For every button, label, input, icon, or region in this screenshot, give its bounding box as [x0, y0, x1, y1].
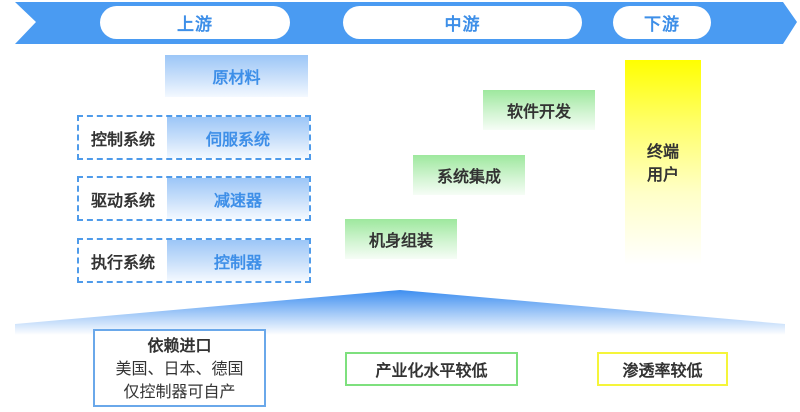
system-component: 控制器: [167, 240, 309, 281]
component-label: 伺服系统: [205, 129, 270, 149]
stage-downstream: 下游: [613, 6, 711, 39]
raw-material-box: 原材料: [165, 55, 308, 97]
component-label: 减速器: [213, 190, 262, 210]
control-system-box: 控制系统 伺服系统: [77, 115, 311, 160]
upstream-summary-box: 依赖进口 美国、日本、德国 仅控制器可自产: [93, 329, 266, 407]
body-assembly-box: 机身组装: [345, 219, 457, 259]
midstream-step-label: 软件开发: [506, 102, 571, 121]
end-user-line2: 用户: [646, 164, 679, 184]
end-user-line1: 终端: [646, 141, 679, 161]
stage-upstream: 上游: [100, 6, 290, 39]
stage-midstream-label: 中游: [444, 15, 481, 35]
midstream-step-label: 机身组装: [368, 231, 433, 250]
upstream-summary-line1: 美国、日本、德国: [115, 358, 244, 378]
system-label: 执行系统: [79, 240, 167, 281]
stage-midstream: 中游: [343, 6, 582, 39]
downstream-summary-text: 渗透率较低: [622, 361, 703, 380]
midstream-summary-box: 产业化水平较低: [345, 352, 518, 386]
raw-material-label: 原材料: [212, 68, 261, 87]
midstream-step-label: 系统集成: [436, 167, 501, 186]
system-integration-box: 系统集成: [413, 155, 525, 195]
upstream-summary-title: 依赖进口: [147, 335, 212, 355]
stage-downstream-label: 下游: [644, 15, 680, 35]
system-component: 减速器: [167, 178, 309, 219]
downstream-summary-box: 渗透率较低: [597, 352, 728, 386]
stage-upstream-label: 上游: [177, 15, 213, 35]
midstream-summary-text: 产业化水平较低: [375, 361, 488, 380]
end-user-bar: 终端 用户: [625, 60, 701, 265]
system-component: 伺服系统: [167, 117, 309, 158]
component-label: 控制器: [213, 252, 262, 272]
system-label: 驱动系统: [79, 178, 167, 219]
upstream-summary-line2: 仅控制器可自产: [123, 381, 236, 401]
software-dev-box: 软件开发: [483, 90, 595, 130]
execution-system-box: 执行系统 控制器: [77, 238, 311, 283]
system-label: 控制系统: [79, 117, 167, 158]
drive-system-box: 驱动系统 减速器: [77, 176, 311, 221]
summary-wedge: [15, 290, 785, 335]
